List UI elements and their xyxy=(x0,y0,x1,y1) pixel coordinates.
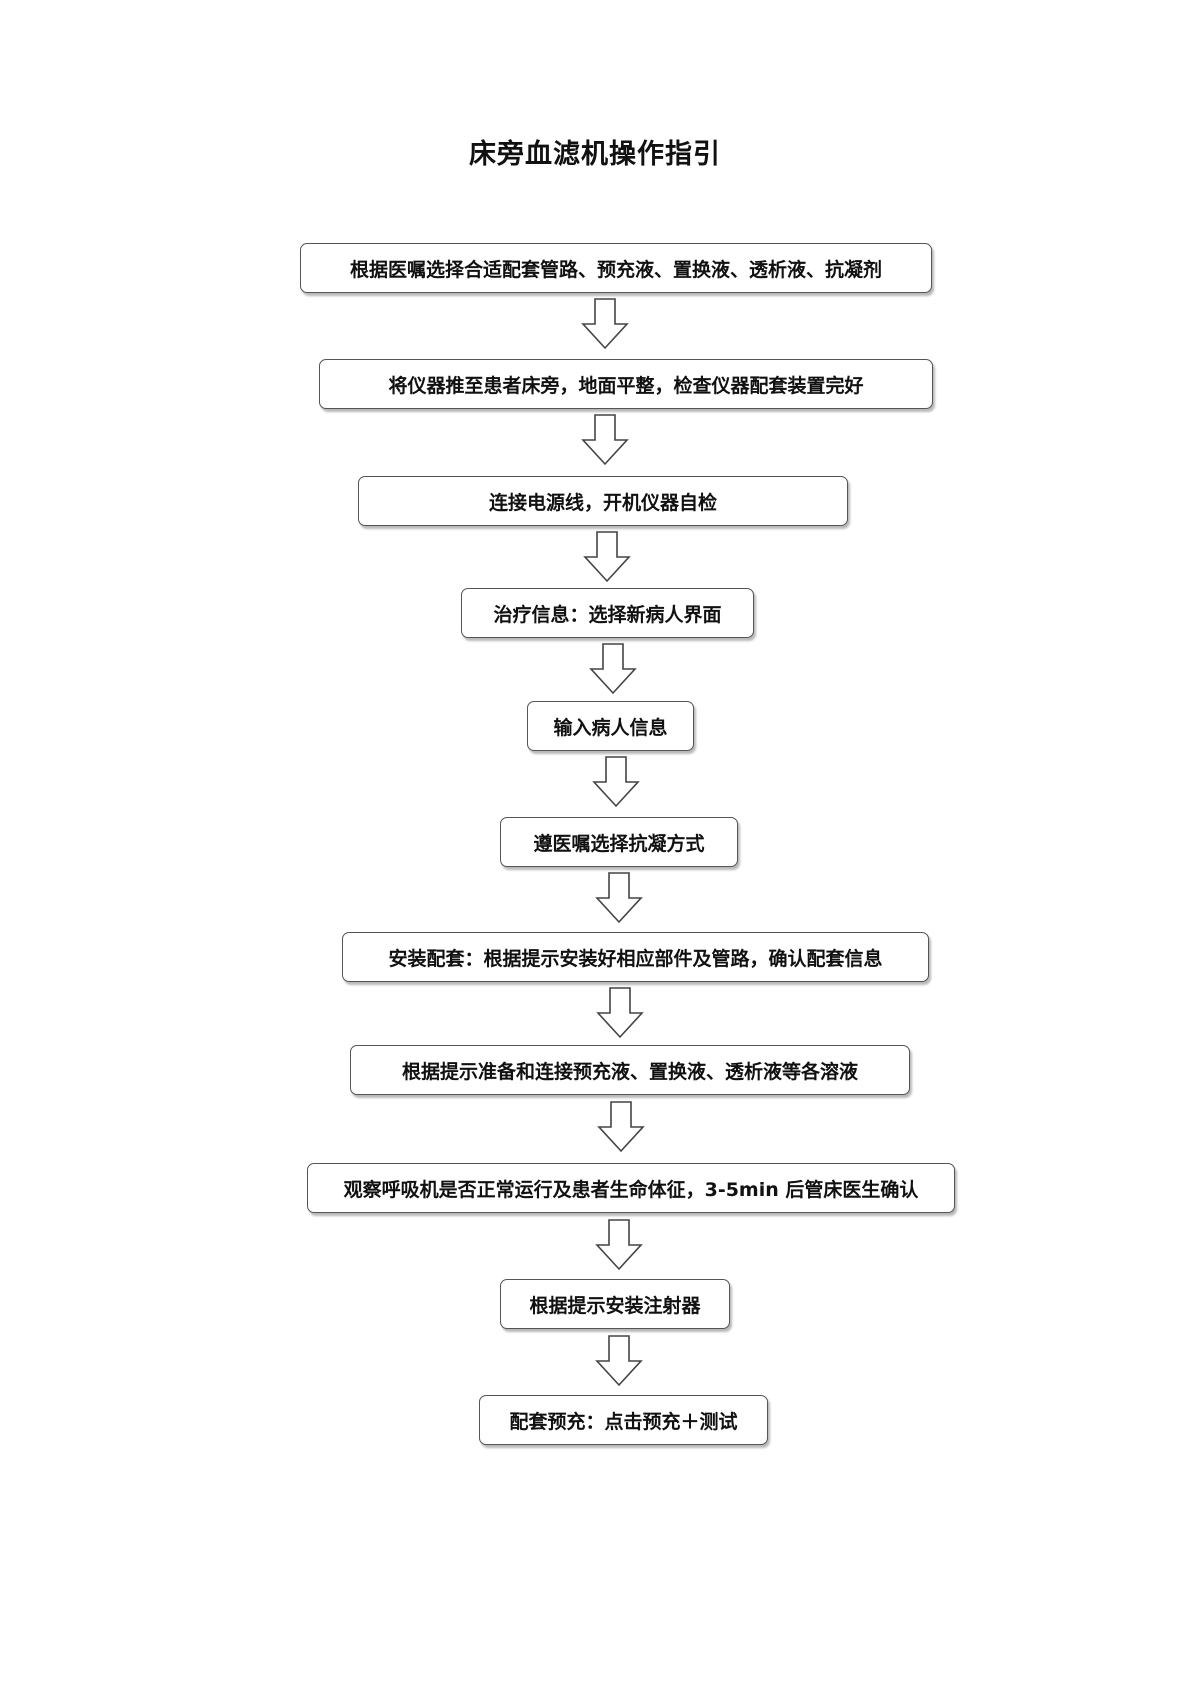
flow-step-8: 根据提示准备和连接预充液、置换液、透析液等各溶液 xyxy=(350,1045,910,1095)
flow-step-3: 连接电源线，开机仪器自检 xyxy=(358,476,848,526)
flow-step-4: 治疗信息：选择新病人界面 xyxy=(461,588,754,638)
down-arrow-icon xyxy=(595,1219,643,1271)
flow-step-2: 将仪器推至患者床旁，地面平整，检查仪器配套装置完好 xyxy=(319,359,933,409)
down-arrow-icon xyxy=(596,987,644,1039)
down-arrow-icon xyxy=(581,298,629,350)
down-arrow-icon xyxy=(595,872,643,924)
flow-step-9: 观察呼吸机是否正常运行及患者生命体征，3-5min 后管床医生确认 xyxy=(307,1163,955,1213)
flow-step-10: 根据提示安装注射器 xyxy=(500,1279,730,1329)
flow-step-5: 输入病人信息 xyxy=(527,701,694,751)
down-arrow-icon xyxy=(597,1101,645,1153)
down-arrow-icon xyxy=(583,531,631,583)
flow-step-1: 根据医嘱选择合适配套管路、预充液、置换液、透析液、抗凝剂 xyxy=(300,243,932,293)
down-arrow-icon xyxy=(592,756,640,808)
down-arrow-icon xyxy=(595,1335,643,1387)
page-title: 床旁血滤机操作指引 xyxy=(469,139,721,170)
flow-step-7: 安装配套：根据提示安装好相应部件及管路，确认配套信息 xyxy=(342,932,929,982)
down-arrow-icon xyxy=(581,414,629,466)
down-arrow-icon xyxy=(589,643,637,695)
flow-step-6: 遵医嘱选择抗凝方式 xyxy=(500,817,738,867)
flow-step-11: 配套预充：点击预充＋测试 xyxy=(479,1395,768,1445)
